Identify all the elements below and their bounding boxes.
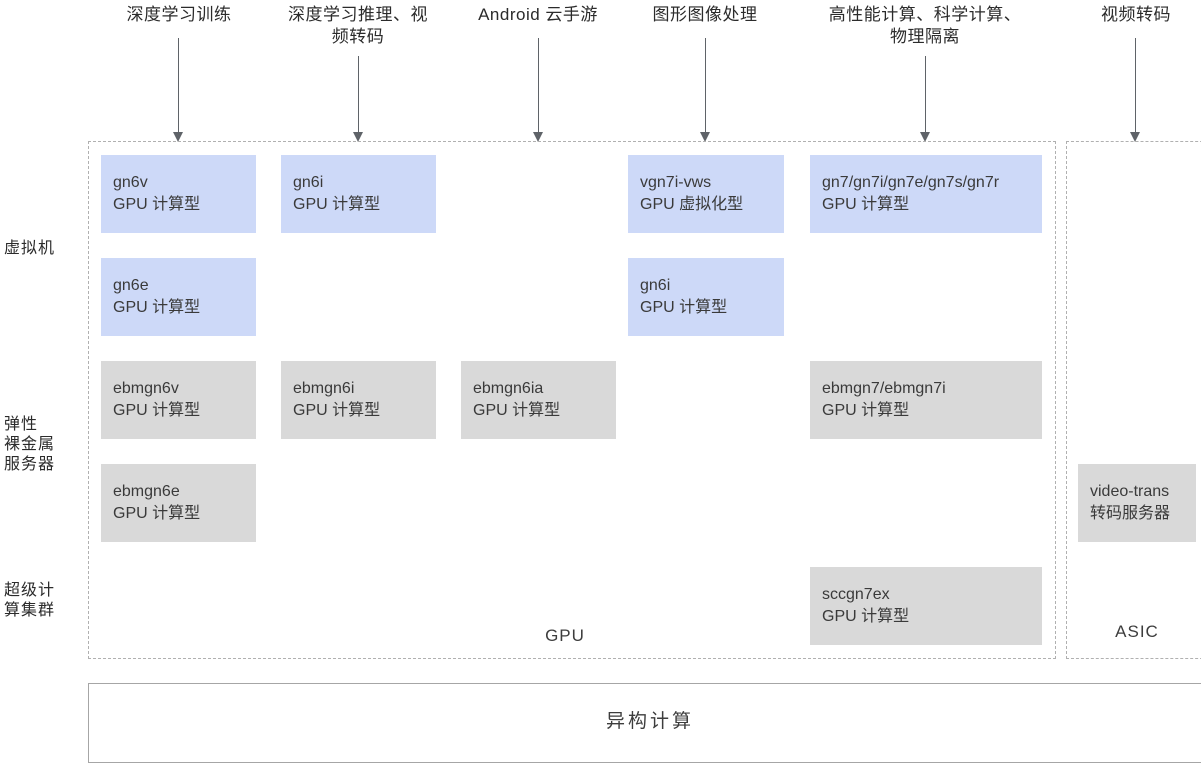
- arrow-down-hpc: [920, 56, 930, 142]
- box-sccgn7ex: sccgn7ex GPU 计算型: [810, 567, 1042, 645]
- column-label-graphics-processing: 图形图像处理: [652, 5, 758, 24]
- arrow-down-graphics-processing: [700, 38, 710, 142]
- box-type: GPU 计算型: [822, 196, 910, 213]
- arrow-down-android-cloud-gaming: [533, 38, 543, 142]
- box-ebmgn6v: ebmgn6v GPU 计算型: [101, 361, 256, 439]
- box-name: ebmgn6ia: [473, 380, 544, 397]
- box-name: ebmgn6e: [113, 483, 180, 500]
- gpu-region-label: GPU: [545, 626, 585, 645]
- box-name: gn7/gn7i/gn7e/gn7s/gn7r: [822, 174, 1000, 191]
- box-type: GPU 计算型: [293, 196, 381, 213]
- box-gn6v: gn6v GPU 计算型: [101, 155, 256, 233]
- box-vgn7i-vws: vgn7i-vws GPU 虚拟化型: [628, 155, 784, 233]
- box-name: gn6e: [113, 277, 149, 294]
- box-gn7-family: gn7/gn7i/gn7e/gn7s/gn7r GPU 计算型: [810, 155, 1042, 233]
- box-name: video-trans: [1090, 483, 1170, 500]
- box-ebmgn6i: ebmgn6i GPU 计算型: [281, 361, 436, 439]
- box-type: GPU 计算型: [113, 299, 201, 316]
- asic-region-label: ASIC: [1115, 622, 1159, 641]
- arrow-down-dl-inference-transcode: [353, 56, 363, 142]
- gpu-region: [88, 141, 1056, 659]
- box-name: gn6i: [293, 174, 324, 191]
- box-name: ebmgn6v: [113, 380, 179, 397]
- box-type: GPU 计算型: [113, 402, 201, 419]
- column-label-dl-training: 深度学习训练: [126, 5, 232, 24]
- box-name: gn6i: [640, 277, 671, 294]
- box-ebmgn7: ebmgn7/ebmgn7i GPU 计算型: [810, 361, 1042, 439]
- box-ebmgn6e: ebmgn6e GPU 计算型: [101, 464, 256, 542]
- asic-region: [1066, 141, 1201, 659]
- column-label-dl-inference-transcode: 深度学习推理、视 频转码: [288, 5, 428, 46]
- box-type: GPU 计算型: [113, 196, 201, 213]
- row-label-virtual-machine: 虚拟机: [4, 240, 56, 257]
- heterogeneous-computing-label: 异构计算: [605, 711, 694, 732]
- box-type: GPU 计算型: [822, 608, 910, 625]
- box-gn6e: gn6e GPU 计算型: [101, 258, 256, 336]
- box-name: gn6v: [113, 174, 148, 191]
- box-type: GPU 计算型: [113, 505, 201, 522]
- box-type: GPU 计算型: [293, 402, 381, 419]
- box-type: 转码服务器: [1090, 505, 1171, 522]
- diagram-canvas: { "columns": [ {"id": "dl-training", "la…: [4, 5, 1201, 763]
- box-name: ebmgn7/ebmgn7i: [822, 380, 946, 397]
- box-gn6i-inference: gn6i GPU 计算型: [281, 155, 436, 233]
- box-ebmgn6ia: ebmgn6ia GPU 计算型: [461, 361, 616, 439]
- column-label-video-transcode: 视频转码: [1101, 5, 1171, 24]
- column-label-android-cloud-gaming: Android 云手游: [478, 5, 598, 24]
- row-label-elastic-bare-metal: 弹性 裸金属 服务器: [4, 416, 56, 473]
- box-type: GPU 计算型: [640, 299, 728, 316]
- arrow-down-video-transcode: [1130, 38, 1140, 142]
- box-name: ebmgn6i: [293, 380, 355, 397]
- arrow-down-dl-training: [173, 38, 183, 142]
- column-label-hpc: 高性能计算、科学计算、 物理隔离: [828, 5, 1022, 46]
- box-type: GPU 计算型: [822, 402, 910, 419]
- row-label-super-computing-cluster: 超级计 算集群: [4, 582, 56, 619]
- box-type: GPU 计算型: [473, 402, 561, 419]
- box-name: vgn7i-vws: [640, 174, 712, 191]
- heterogeneous-computing-box: 异构计算: [88, 683, 1201, 763]
- box-video-trans: video-trans 转码服务器: [1078, 464, 1196, 542]
- box-gn6i-graphics: gn6i GPU 计算型: [628, 258, 784, 336]
- box-type: GPU 虚拟化型: [640, 196, 744, 213]
- box-name: sccgn7ex: [822, 586, 890, 603]
